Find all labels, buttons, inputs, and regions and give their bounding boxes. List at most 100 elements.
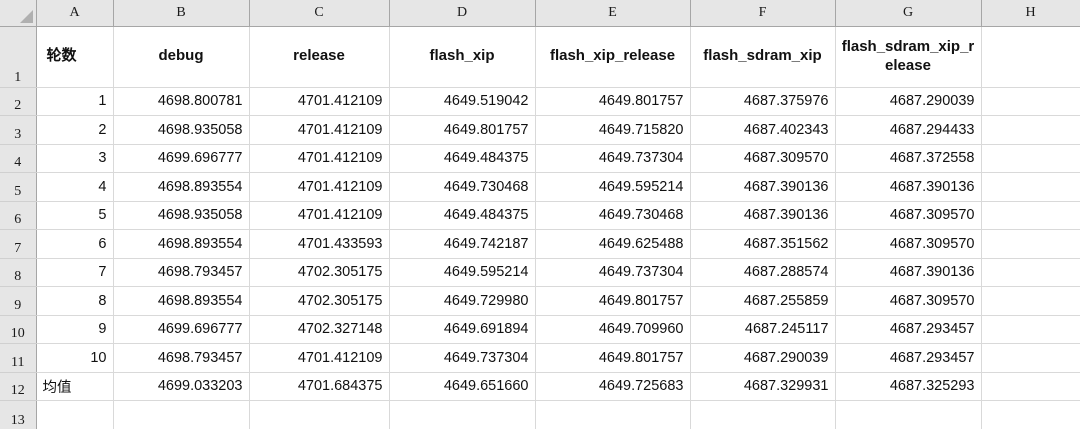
- cell-g4[interactable]: 4687.372558: [835, 144, 982, 173]
- cell-g9[interactable]: 4687.309570: [835, 286, 982, 316]
- header-cell-flash-xip-release[interactable]: flash_xip_release: [535, 26, 691, 88]
- column-header-d[interactable]: D: [389, 0, 536, 27]
- cell-c7[interactable]: 4701.433593: [249, 229, 390, 259]
- cell-g13[interactable]: [835, 400, 982, 429]
- cell-a11[interactable]: 10: [36, 343, 114, 373]
- cell-e8[interactable]: 4649.737304: [535, 258, 691, 287]
- row-header-10[interactable]: 10: [0, 315, 37, 344]
- row-header-5[interactable]: 5: [0, 172, 37, 202]
- column-header-a[interactable]: A: [36, 0, 114, 27]
- cell-b12[interactable]: 4699.033203: [113, 372, 250, 401]
- cell-c8[interactable]: 4702.305175: [249, 258, 390, 287]
- row-header-13[interactable]: 13: [0, 400, 37, 429]
- column-header-c[interactable]: C: [249, 0, 390, 27]
- cell-d9[interactable]: 4649.729980: [389, 286, 536, 316]
- cell-c6[interactable]: 4701.412109: [249, 201, 390, 230]
- cell-h9[interactable]: [981, 286, 1080, 316]
- cell-e9[interactable]: 4649.801757: [535, 286, 691, 316]
- cell-c13[interactable]: [249, 400, 390, 429]
- cell-g6[interactable]: 4687.309570: [835, 201, 982, 230]
- cell-d4[interactable]: 4649.484375: [389, 144, 536, 173]
- cell-c2[interactable]: 4701.412109: [249, 87, 390, 116]
- cell-d2[interactable]: 4649.519042: [389, 87, 536, 116]
- cell-f12[interactable]: 4687.329931: [690, 372, 836, 401]
- cell-h6[interactable]: [981, 201, 1080, 230]
- cell-b6[interactable]: 4698.935058: [113, 201, 250, 230]
- cell-d13[interactable]: [389, 400, 536, 429]
- header-cell-debug[interactable]: debug: [113, 26, 250, 88]
- cell-d6[interactable]: 4649.484375: [389, 201, 536, 230]
- column-header-e[interactable]: E: [535, 0, 691, 27]
- cell-a3[interactable]: 2: [36, 115, 114, 145]
- cell-d8[interactable]: 4649.595214: [389, 258, 536, 287]
- header-cell-release[interactable]: release: [249, 26, 390, 88]
- cell-h7[interactable]: [981, 229, 1080, 259]
- cell-c3[interactable]: 4701.412109: [249, 115, 390, 145]
- row-header-6[interactable]: 6: [0, 201, 37, 230]
- cell-f2[interactable]: 4687.375976: [690, 87, 836, 116]
- cell-b13[interactable]: [113, 400, 250, 429]
- cell-d11[interactable]: 4649.737304: [389, 343, 536, 373]
- cell-f8[interactable]: 4687.288574: [690, 258, 836, 287]
- cell-g7[interactable]: 4687.309570: [835, 229, 982, 259]
- cell-e4[interactable]: 4649.737304: [535, 144, 691, 173]
- row-header-11[interactable]: 11: [0, 343, 37, 373]
- header-cell-flash-sdram-xip[interactable]: flash_sdram_xip: [690, 26, 836, 88]
- cell-d5[interactable]: 4649.730468: [389, 172, 536, 202]
- cell-g12[interactable]: 4687.325293: [835, 372, 982, 401]
- cell-h3[interactable]: [981, 115, 1080, 145]
- cell-e6[interactable]: 4649.730468: [535, 201, 691, 230]
- cell-b3[interactable]: 4698.935058: [113, 115, 250, 145]
- cell-g2[interactable]: 4687.290039: [835, 87, 982, 116]
- row-header-8[interactable]: 8: [0, 258, 37, 287]
- cell-d10[interactable]: 4649.691894: [389, 315, 536, 344]
- cell-h5[interactable]: [981, 172, 1080, 202]
- cell-e12[interactable]: 4649.725683: [535, 372, 691, 401]
- cell-f4[interactable]: 4687.309570: [690, 144, 836, 173]
- cell-f13[interactable]: [690, 400, 836, 429]
- cell-c9[interactable]: 4702.305175: [249, 286, 390, 316]
- cell-h13[interactable]: [981, 400, 1080, 429]
- cell-h11[interactable]: [981, 343, 1080, 373]
- cell-g8[interactable]: 4687.390136: [835, 258, 982, 287]
- cell-h8[interactable]: [981, 258, 1080, 287]
- row-header-2[interactable]: 2: [0, 87, 37, 116]
- row-header-1[interactable]: 1: [0, 26, 37, 88]
- column-header-g[interactable]: G: [835, 0, 982, 27]
- column-header-f[interactable]: F: [690, 0, 836, 27]
- cell-a13[interactable]: [36, 400, 114, 429]
- cell-f6[interactable]: 4687.390136: [690, 201, 836, 230]
- column-header-b[interactable]: B: [113, 0, 250, 27]
- cell-d7[interactable]: 4649.742187: [389, 229, 536, 259]
- cell-b11[interactable]: 4698.793457: [113, 343, 250, 373]
- cell-c12[interactable]: 4701.684375: [249, 372, 390, 401]
- cell-c5[interactable]: 4701.412109: [249, 172, 390, 202]
- cell-d3[interactable]: 4649.801757: [389, 115, 536, 145]
- header-cell-round[interactable]: 轮数: [36, 26, 114, 88]
- row-header-3[interactable]: 3: [0, 115, 37, 145]
- cell-a6[interactable]: 5: [36, 201, 114, 230]
- cell-e3[interactable]: 4649.715820: [535, 115, 691, 145]
- cell-e7[interactable]: 4649.625488: [535, 229, 691, 259]
- cell-f9[interactable]: 4687.255859: [690, 286, 836, 316]
- row-header-12[interactable]: 12: [0, 372, 37, 401]
- cell-a12[interactable]: 均值: [36, 372, 114, 401]
- cell-a4[interactable]: 3: [36, 144, 114, 173]
- cell-a8[interactable]: 7: [36, 258, 114, 287]
- cell-b5[interactable]: 4698.893554: [113, 172, 250, 202]
- cell-h12[interactable]: [981, 372, 1080, 401]
- cell-e5[interactable]: 4649.595214: [535, 172, 691, 202]
- cell-d12[interactable]: 4649.651660: [389, 372, 536, 401]
- cell-e11[interactable]: 4649.801757: [535, 343, 691, 373]
- cell-a9[interactable]: 8: [36, 286, 114, 316]
- cell-h10[interactable]: [981, 315, 1080, 344]
- cell-f11[interactable]: 4687.290039: [690, 343, 836, 373]
- cell-g3[interactable]: 4687.294433: [835, 115, 982, 145]
- cell-h1[interactable]: [981, 26, 1080, 88]
- cell-f5[interactable]: 4687.390136: [690, 172, 836, 202]
- cell-h4[interactable]: [981, 144, 1080, 173]
- cell-g10[interactable]: 4687.293457: [835, 315, 982, 344]
- cell-c11[interactable]: 4701.412109: [249, 343, 390, 373]
- cell-e10[interactable]: 4649.709960: [535, 315, 691, 344]
